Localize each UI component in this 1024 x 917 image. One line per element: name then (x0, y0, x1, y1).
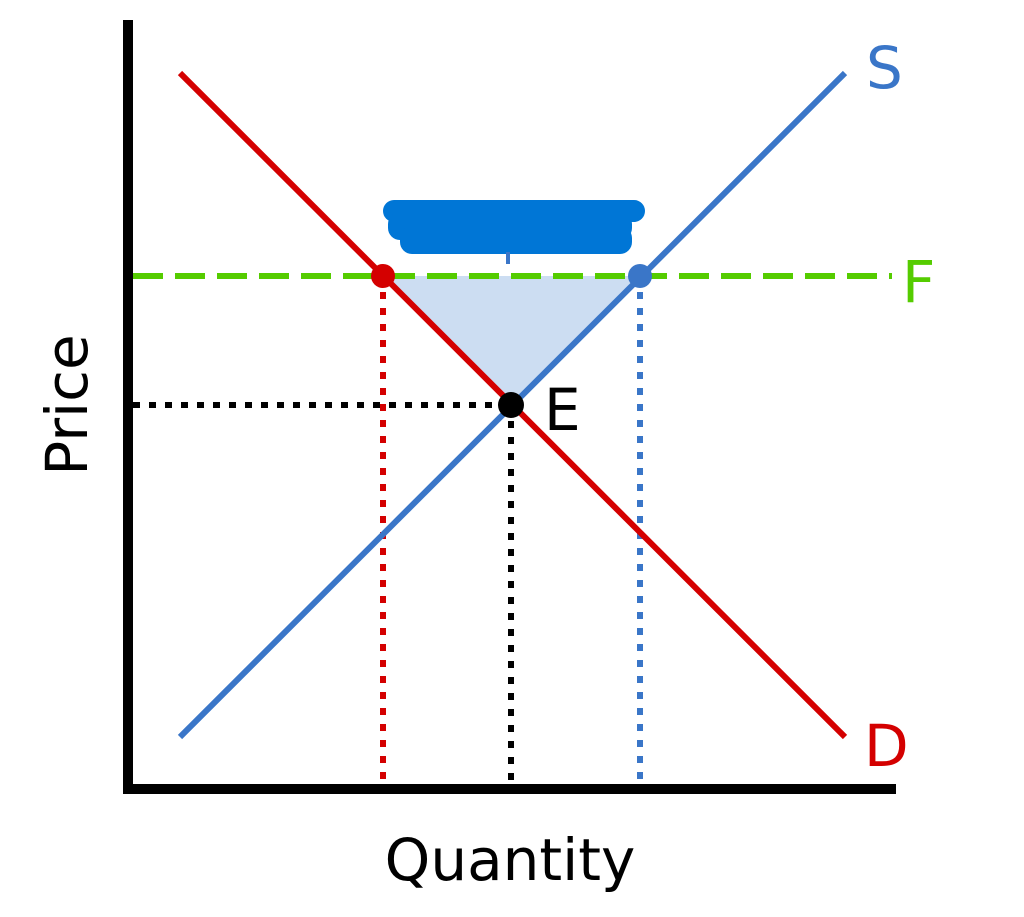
equilibrium-point (498, 392, 524, 418)
demand-label: D (864, 712, 909, 780)
equilibrium-label: E (544, 376, 581, 444)
floor-demand-point (371, 264, 395, 288)
floor-supply-point (628, 264, 652, 288)
redaction-scribble (383, 200, 645, 264)
price-floor-label: F (902, 248, 935, 316)
y-axis-label: Price (33, 334, 101, 476)
x-axis-label: Quantity (385, 826, 636, 894)
supply-label: S (866, 34, 903, 102)
surplus-triangle (383, 276, 640, 405)
